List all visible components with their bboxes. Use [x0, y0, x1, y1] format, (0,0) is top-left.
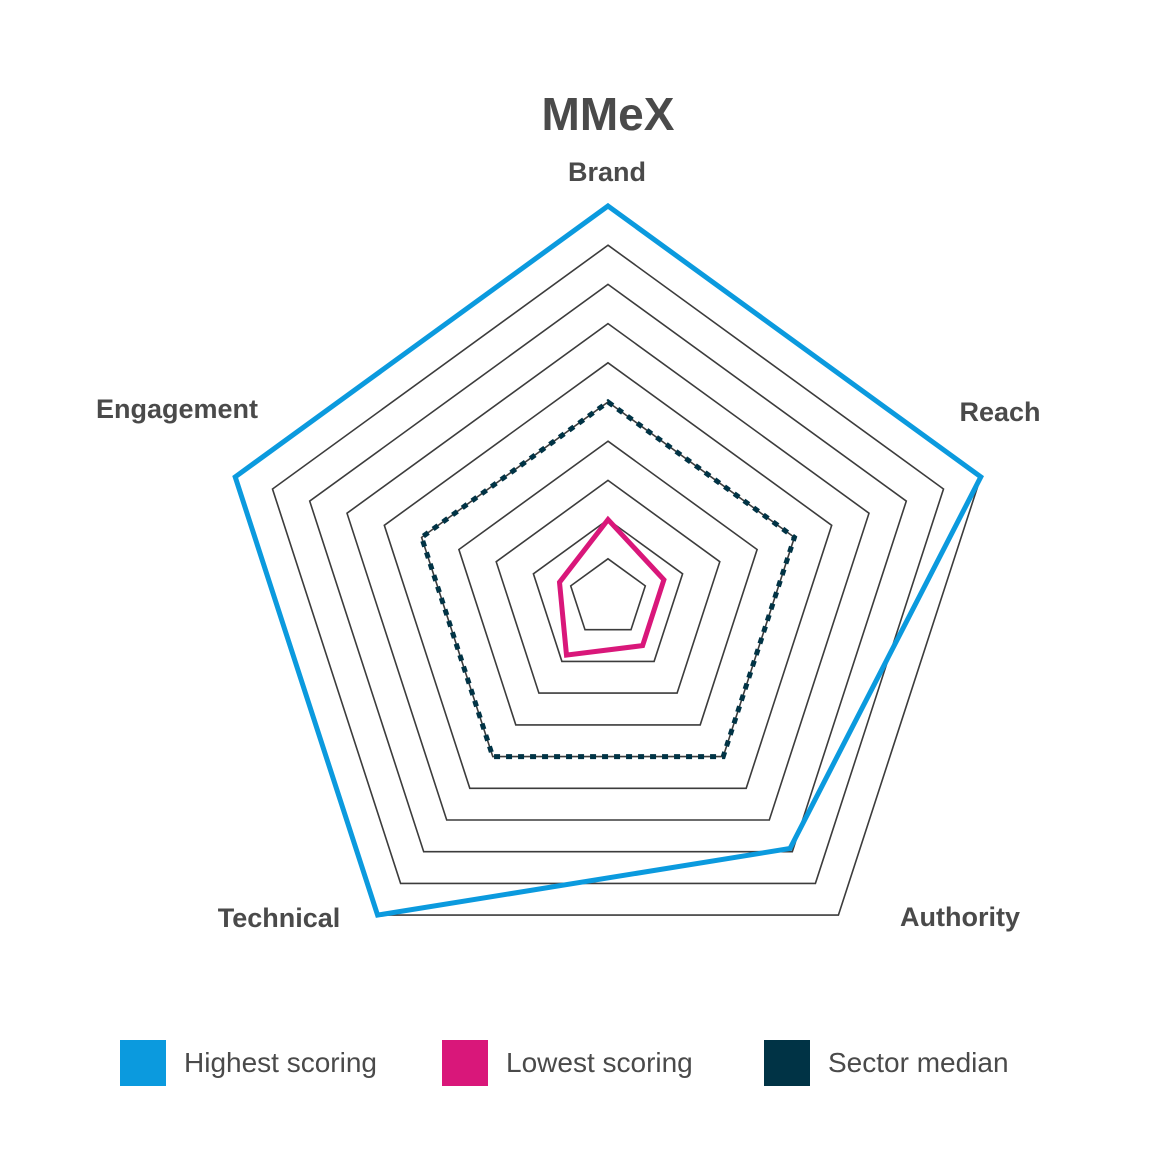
grid-ring-8 — [308, 283, 908, 853]
grid-ring-7 — [346, 322, 870, 821]
legend-label-lowest: Lowest scoring — [506, 1047, 693, 1078]
series-lowest-scoring — [556, 515, 667, 658]
axis-label-technical: Technical — [218, 903, 341, 933]
series-highest-scoring — [232, 202, 985, 918]
axis-label-authority: Authority — [900, 902, 1020, 932]
series-sector-median — [418, 398, 798, 760]
radar-chart: MMeX Brand Reach Authority Technical Eng… — [96, 88, 1041, 933]
legend-swatch-lowest — [442, 1040, 488, 1086]
chart-title: MMeX — [542, 88, 675, 140]
grid-ring-2 — [532, 518, 684, 663]
axis-label-engagement: Engagement — [96, 394, 258, 424]
axis-label-reach: Reach — [959, 397, 1040, 427]
grid-ring-6 — [383, 361, 833, 790]
grid-ring-10 — [234, 205, 982, 916]
grid-ring-9 — [271, 244, 945, 885]
legend-label-highest: Highest scoring — [184, 1047, 377, 1078]
legend-item-median: Sector median — [764, 1040, 1009, 1086]
legend-swatch-median — [764, 1040, 810, 1086]
legend-item-highest: Highest scoring — [120, 1040, 377, 1086]
series-group — [232, 202, 985, 918]
legend-label-median: Sector median — [828, 1047, 1009, 1078]
axis-label-brand: Brand — [568, 157, 646, 187]
legend-swatch-highest — [120, 1040, 166, 1086]
grid-ring-3 — [495, 479, 721, 694]
legend: Highest scoring Lowest scoring Sector me… — [0, 1040, 1176, 1086]
legend-item-lowest: Lowest scoring — [442, 1040, 693, 1086]
grid-ring-1 — [569, 557, 647, 631]
grid-rings — [234, 205, 982, 916]
grid-ring-4 — [457, 440, 759, 726]
